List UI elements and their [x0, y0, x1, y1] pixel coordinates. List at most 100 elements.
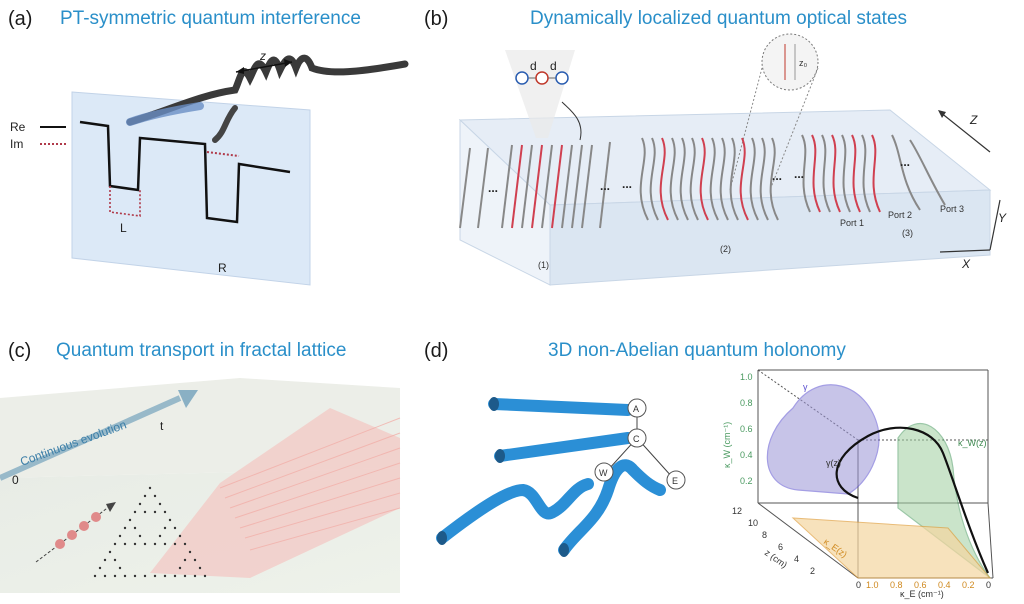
- panel-c-title: Quantum transport in fractal lattice: [56, 340, 347, 361]
- svg-text:0.6: 0.6: [914, 580, 927, 590]
- waveguide-group-2: [639, 137, 779, 221]
- right-label: R: [218, 261, 227, 275]
- svg-text:0: 0: [856, 580, 861, 590]
- svg-text:1.0: 1.0: [740, 372, 753, 382]
- magnifier-inset: [761, 33, 819, 91]
- photon-tube: [126, 54, 409, 126]
- svg-text:0: 0: [986, 580, 991, 590]
- port-3-label: Port 3: [940, 204, 964, 214]
- waveguide-group-3: [801, 134, 946, 213]
- plane-a: [71, 91, 311, 286]
- fractal-prism: [150, 408, 400, 578]
- photon-bead-4: [91, 512, 101, 522]
- ke-axis-label: κ_E (cm⁻¹): [900, 589, 944, 599]
- ellipsis-2a: ...: [622, 177, 632, 191]
- port-1-label: Port 1: [840, 218, 864, 228]
- ellipsis-1b: ...: [600, 179, 610, 193]
- svg-text:0.2: 0.2: [740, 476, 753, 486]
- waveguide-group-1: [459, 141, 611, 229]
- z-axis-label: z (cm): [763, 547, 789, 570]
- panel-d-waveguides: A C W E: [436, 397, 686, 557]
- node-c: [627, 428, 647, 448]
- inset-label: z₀: [799, 58, 808, 68]
- im-potential-line: [109, 186, 141, 217]
- x-axis-arrow: [939, 249, 991, 253]
- kappa-w-label: κ_W(z): [958, 438, 987, 448]
- x-axis-label: X: [961, 257, 971, 271]
- group-1-label: (1): [538, 260, 549, 270]
- legend-im: Im: [10, 137, 23, 151]
- ke-axis-ticks: 0 1.0 0.8 0.6 0.4 0.2 0: [856, 580, 991, 590]
- photon-bead-2: [67, 530, 77, 540]
- svg-text:10: 10: [748, 518, 758, 528]
- node-e: [666, 470, 686, 490]
- kw-axis-label: κ_W (cm⁻¹): [722, 422, 732, 468]
- photon-bead-3: [79, 521, 89, 531]
- node-a: [627, 398, 647, 418]
- origin-label: 0: [12, 473, 19, 487]
- im-top-dash: [206, 151, 240, 157]
- prism-lines: [219, 417, 401, 551]
- svg-text:12: 12: [732, 506, 742, 516]
- svg-text:0.4: 0.4: [740, 450, 753, 460]
- ellipsis-1a: ...: [488, 181, 498, 195]
- fractal-dots: [93, 486, 207, 578]
- z-axis-arrow: [939, 111, 991, 153]
- panel-d-label: (d): [424, 340, 449, 362]
- svg-text:0.8: 0.8: [740, 398, 753, 408]
- svg-text:4: 4: [794, 554, 799, 564]
- panel-a-title: PT-symmetric quantum interference: [60, 8, 361, 29]
- waveguide-e: [558, 459, 666, 556]
- d-label-right: d: [550, 59, 557, 73]
- node-w-label: W: [599, 468, 608, 478]
- evolution-arrow: [0, 395, 182, 481]
- panel-a-label: (a): [8, 8, 33, 30]
- svg-text:0.6: 0.6: [740, 424, 753, 434]
- waveguide-c: [494, 432, 634, 462]
- svg-text:8: 8: [762, 530, 767, 540]
- node-e-label: E: [672, 476, 678, 486]
- legend-re: Re: [10, 120, 26, 134]
- waveguide-circle-left: [515, 71, 529, 85]
- y-axis-label: Y: [998, 211, 1007, 225]
- kappa-e-surface: [791, 517, 992, 579]
- gamma-surface: [766, 384, 880, 495]
- photon-loop: [212, 105, 238, 143]
- ellipsis-2b: ...: [772, 169, 782, 183]
- y-axis-arrow: [989, 199, 1001, 251]
- node-a-label: A: [633, 404, 639, 414]
- node-c-label: C: [633, 434, 640, 444]
- left-label: L: [120, 221, 127, 235]
- waveguide-w: [436, 478, 594, 544]
- panel-b-title: Dynamically localized quantum optical st…: [530, 8, 908, 29]
- port-2-label: Port 2: [888, 210, 912, 220]
- z-axis-ticks: 12 10 8 6 4 2: [732, 506, 815, 576]
- panel-c-diagram: Continuous evolution t 0: [0, 378, 401, 593]
- panel-d-title: 3D non-Abelian quantum holonomy: [548, 340, 846, 361]
- re-potential-line: [79, 120, 291, 224]
- panel-c-label: (c): [8, 340, 32, 362]
- group-3-label: (3): [902, 228, 913, 238]
- z-axis-label: Z: [969, 113, 978, 127]
- svg-text:0.4: 0.4: [938, 580, 951, 590]
- svg-text:6: 6: [778, 542, 783, 552]
- z-label: z: [259, 49, 266, 63]
- ellipsis-3b: ...: [900, 155, 910, 169]
- waveguide-circle-center: [535, 71, 549, 85]
- node-w: [594, 462, 614, 482]
- kw-axis-ticks: 1.0 0.8 0.6 0.4 0.2: [740, 372, 753, 486]
- panel-b-label: (b): [424, 8, 449, 30]
- ellipsis-3a: ...: [794, 167, 804, 181]
- group-2-label: (2): [720, 244, 731, 254]
- z-arrow: [235, 61, 293, 73]
- panel-d-holonomy-plot: γ γ(z) κ_W(z) κ_E(z) 1.0 0.8 0.6 0.4 0.2…: [722, 369, 994, 590]
- waveguide-a: [488, 398, 634, 416]
- photon-bead-1: [55, 539, 65, 549]
- d-label-left: d: [530, 59, 537, 73]
- photon-tube-tail: [126, 102, 204, 126]
- panel-a-diagram: Re Im z L R: [10, 49, 409, 286]
- svg-text:2: 2: [810, 566, 815, 576]
- gamma-label: γ: [803, 382, 808, 392]
- svg-text:1.0: 1.0: [866, 580, 879, 590]
- gamma-z-curve: [835, 426, 990, 574]
